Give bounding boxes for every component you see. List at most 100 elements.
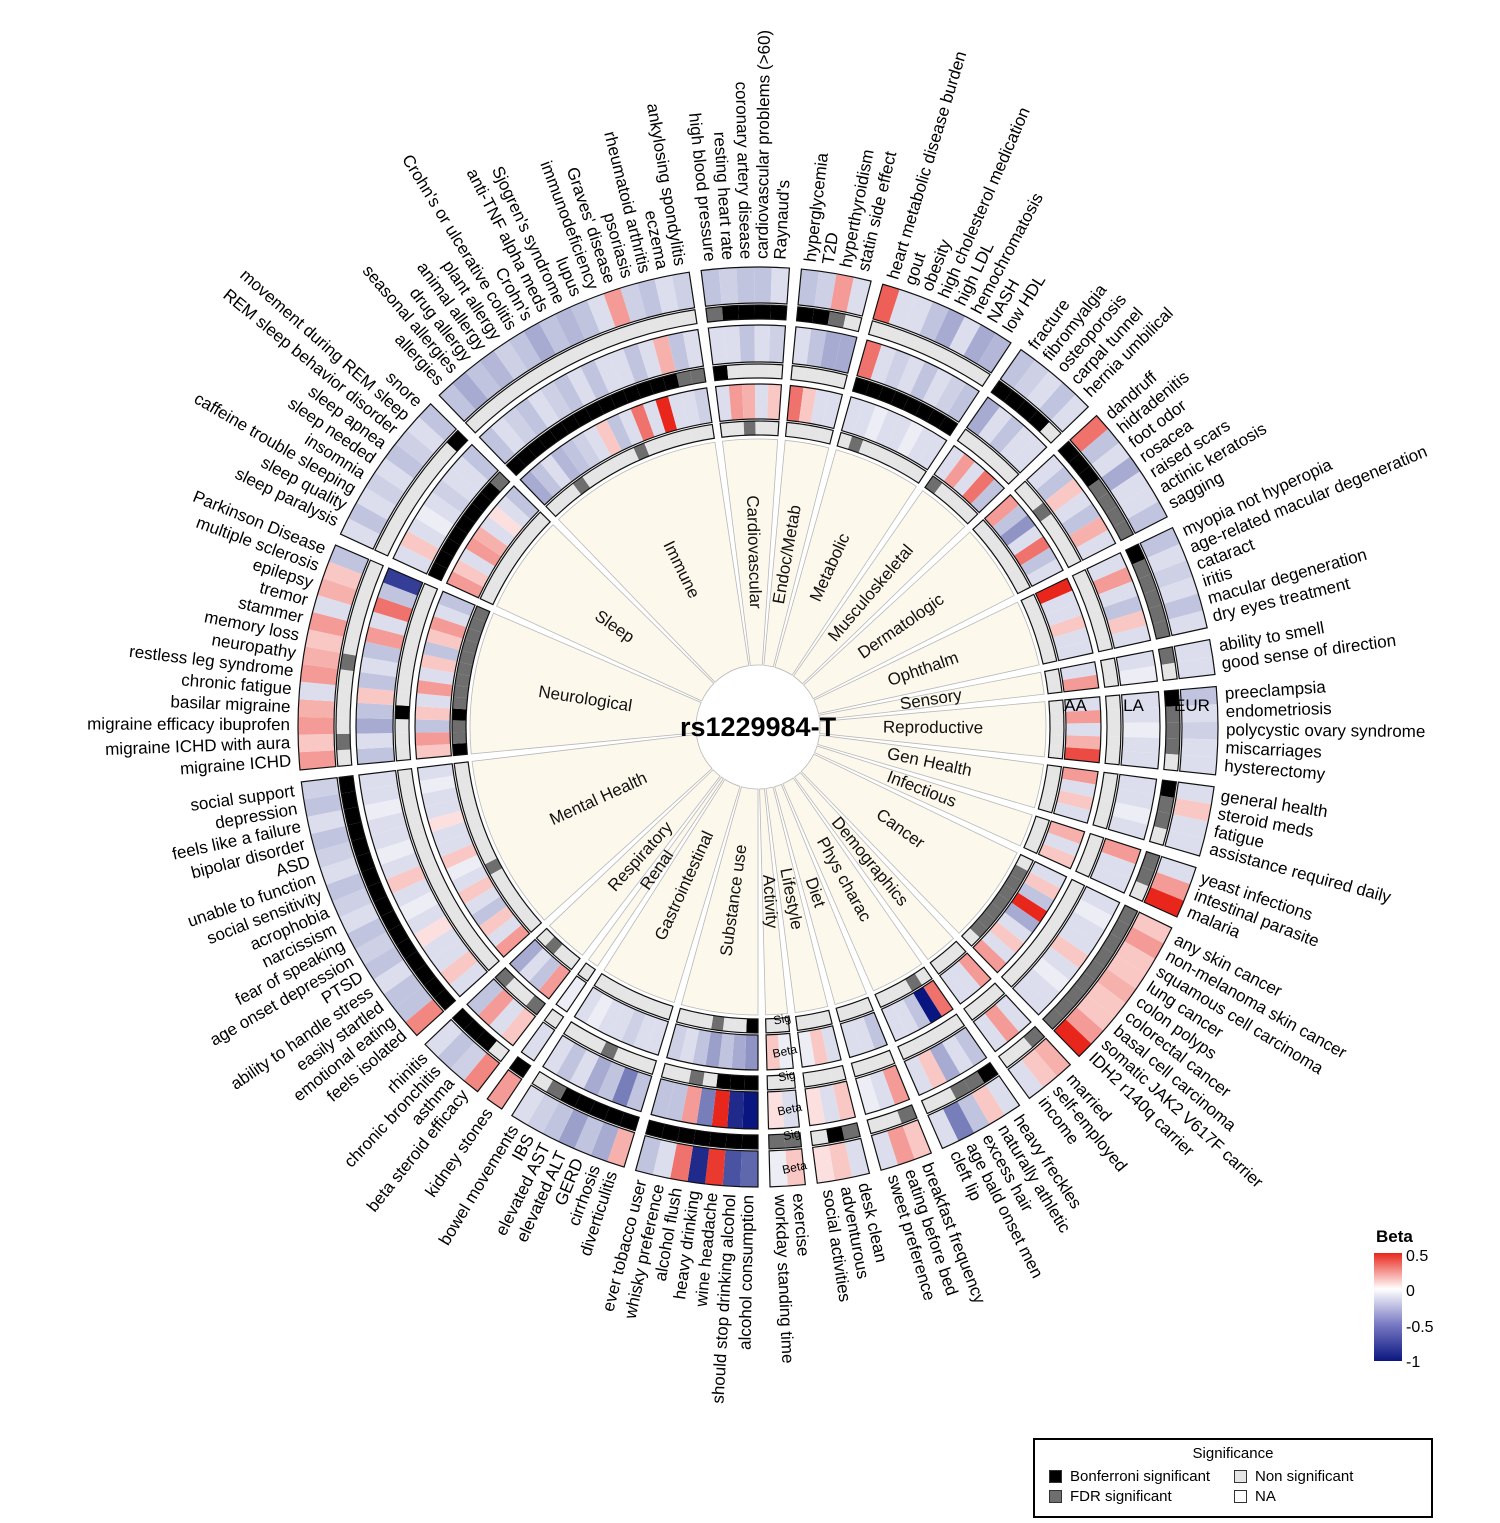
sig-cell [980, 528, 999, 547]
beta-cell [948, 316, 981, 357]
sig-cell [851, 1059, 869, 1077]
beta-cell [420, 654, 458, 674]
beta-cell [526, 1093, 560, 1134]
beta-cell [539, 381, 572, 421]
beta-track [1059, 661, 1100, 693]
sig-cell [852, 377, 870, 395]
beta-cell [1065, 709, 1101, 724]
beta-track [999, 348, 1090, 433]
sig-cell [1093, 946, 1114, 968]
sig-cell [403, 636, 421, 653]
sig-cell [417, 846, 436, 865]
sig-cell [452, 743, 468, 756]
beta-cell [1172, 798, 1212, 822]
sig-cell [586, 335, 607, 355]
beta-cell [834, 333, 857, 374]
sig-cell [655, 435, 671, 452]
sig-track [1148, 779, 1178, 847]
beta-cell [1047, 821, 1085, 845]
sig-cell [1105, 695, 1121, 710]
sig-cell [399, 781, 416, 798]
beta-cell [792, 326, 812, 366]
beta-cell [1121, 750, 1160, 769]
sig-cell [689, 426, 704, 443]
trait-label: miscarriages [1225, 738, 1322, 762]
sig-track [997, 1025, 1046, 1069]
beta-cell [1017, 882, 1055, 912]
beta-cell [881, 1004, 908, 1042]
beta-track [791, 326, 858, 374]
beta-cell [364, 946, 404, 980]
beta-cell [440, 843, 478, 870]
category-sector [792, 490, 966, 685]
sig-cell [395, 732, 410, 747]
beta-cell [862, 1012, 888, 1050]
beta-cell [770, 267, 790, 304]
beta-cell [609, 1004, 635, 1042]
sig-cell [1132, 558, 1152, 579]
sig-cell [1095, 635, 1113, 652]
sig-cell [1141, 851, 1160, 872]
beta-cell [1050, 394, 1089, 432]
beta-cell [999, 425, 1036, 464]
sig-cell [1149, 826, 1168, 846]
sig-cell [910, 1035, 929, 1054]
beta-cell [368, 611, 409, 636]
sig-cell [1040, 649, 1057, 664]
legend-label: Bonferroni significant [1070, 1468, 1211, 1485]
beta-cell [422, 641, 460, 662]
sig-track [795, 306, 863, 333]
beta-cell [538, 314, 571, 355]
sig-track [866, 1104, 918, 1135]
sig-cell [400, 649, 417, 666]
sig-cell [398, 663, 415, 680]
beta-cell [917, 433, 947, 470]
sig-track [809, 1122, 861, 1147]
beta-cell [922, 368, 953, 408]
beta-cell [739, 325, 755, 363]
beta-cell [395, 429, 435, 466]
beta-cell [1107, 610, 1147, 635]
ring-header-label: Beta [776, 1100, 803, 1119]
beta-cell [1122, 736, 1160, 754]
ancestry-label: AA [1064, 696, 1087, 715]
sig-cell [477, 401, 499, 423]
beta-cell [830, 273, 854, 313]
category-sector [813, 601, 1040, 715]
sig-cell [693, 1130, 712, 1147]
beta-cell [363, 798, 404, 821]
beta-cell [972, 939, 1007, 973]
beta-cell [1029, 861, 1067, 889]
beta-cell [479, 515, 516, 547]
beta-cell [623, 343, 649, 384]
beta-track [1053, 911, 1173, 1058]
beta-track [872, 283, 1012, 374]
sig-cell [818, 427, 834, 444]
beta-cell [1076, 994, 1115, 1031]
sig-cell [780, 1074, 796, 1090]
category-sector [774, 783, 868, 1005]
beta-cell [603, 288, 632, 328]
sig-cell [1072, 569, 1091, 588]
sig-cell [1046, 680, 1062, 694]
sig-track [494, 966, 547, 1016]
beta-cell [1023, 872, 1061, 901]
sig-cell [677, 1127, 696, 1145]
sig-cell [977, 911, 996, 930]
beta-track [797, 1025, 842, 1068]
beta-track [1089, 837, 1142, 894]
beta-cell [667, 332, 690, 372]
beta-track [1115, 649, 1159, 687]
beta-cell [542, 1035, 575, 1075]
sig-cell [903, 396, 922, 416]
beta-cell [424, 798, 462, 820]
beta-cell [300, 664, 338, 686]
sig-cell [466, 816, 484, 833]
beta-cell [958, 953, 991, 988]
ancestry-label: LA [1123, 696, 1144, 715]
beta-cell [996, 912, 1033, 944]
sig-cell [336, 717, 351, 734]
beta-cell [754, 267, 772, 304]
sig-cell [470, 827, 488, 844]
sig-cell [826, 1126, 845, 1144]
